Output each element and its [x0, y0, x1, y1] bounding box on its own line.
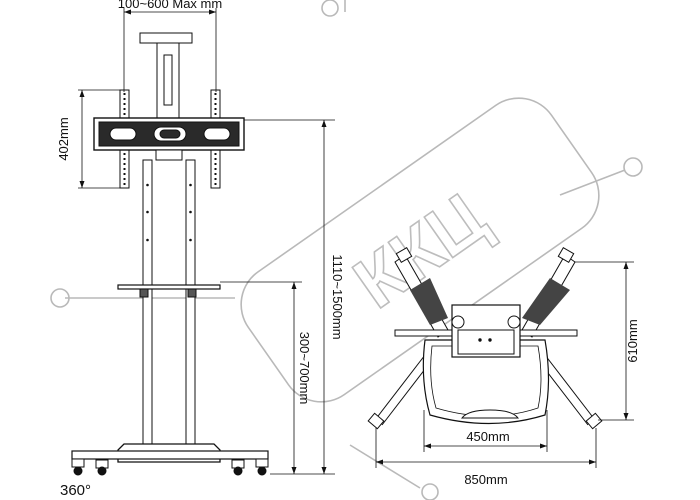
front-arrows	[79, 9, 327, 474]
watermark-circle-top	[321, 0, 339, 17]
shelf-clamp-left	[139, 288, 149, 298]
bracket-knob	[159, 129, 181, 139]
hub-knob-right	[507, 315, 521, 329]
rotation-label: 360°	[60, 482, 91, 499]
top-arrows	[376, 262, 629, 465]
mount-column	[156, 42, 180, 119]
wheel-3	[231, 459, 245, 476]
caster-4	[585, 412, 603, 430]
watermark-line-right	[559, 169, 626, 196]
overall-height-label: 1110~1500mm	[330, 254, 345, 339]
hub-inner	[457, 329, 515, 355]
watermark-circle-left	[50, 288, 70, 308]
watermark-line-bottom	[349, 444, 421, 489]
mount-column-slot	[163, 54, 173, 106]
base-handle	[460, 409, 520, 419]
left-column	[142, 159, 153, 451]
top-mount-plate	[139, 32, 193, 44]
caster-1	[395, 246, 413, 264]
leg-depth-label: 610mm	[625, 319, 640, 362]
bracket-clamp	[155, 149, 183, 161]
top-dimensions	[375, 261, 634, 468]
bracket-height-label: 402mm	[56, 117, 71, 160]
column-holes	[146, 183, 192, 242]
base-bar	[71, 450, 269, 460]
caster-2	[557, 246, 575, 264]
front-dimensions	[78, 8, 335, 475]
caster-3	[367, 412, 385, 430]
top-view	[367, 246, 603, 430]
wheel-2	[95, 459, 109, 476]
wheel-4	[255, 458, 269, 476]
base-plate	[422, 339, 550, 425]
vesa-range-label: 100~600 Max mm	[118, 0, 222, 11]
front-view	[71, 32, 269, 476]
outer-width-label: 850mm	[464, 472, 507, 487]
right-front-leg	[521, 254, 576, 338]
bracket-slot-left	[109, 127, 137, 141]
right-column	[185, 159, 196, 451]
shelf-clamp-right	[187, 288, 197, 298]
hub-knob-left	[451, 315, 465, 329]
bracket-slot-right	[203, 127, 231, 141]
shelf-height-label: 300~700mm	[297, 332, 312, 405]
watermark: ККЦ	[50, 0, 643, 500]
shelf	[117, 284, 221, 290]
inner-width-label: 450mm	[466, 429, 509, 444]
watermark-circle-bottom	[421, 483, 439, 500]
watermark-circle-right	[623, 157, 643, 177]
wheel-1	[71, 458, 85, 476]
